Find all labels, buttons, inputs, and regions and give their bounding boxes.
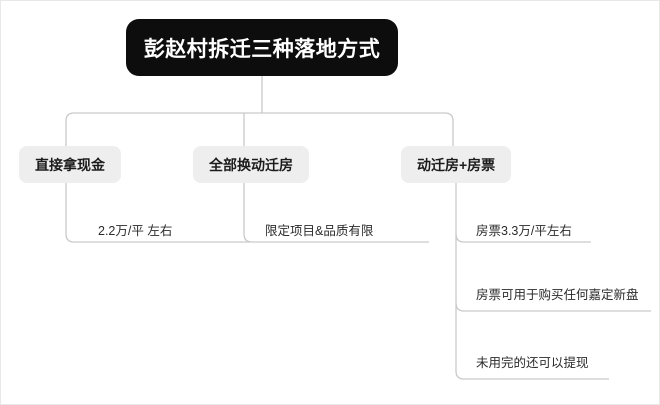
- connector-branch3-spine: [455, 183, 609, 380]
- branch-node-2[interactable]: 全部换动迁房: [193, 146, 309, 183]
- connector-bus-right: [262, 112, 454, 146]
- branch-node-1[interactable]: 直接拿现金: [19, 146, 121, 183]
- leaf-label-1-1: 2.2万/平 左右: [98, 224, 173, 238]
- root-node[interactable]: 彭赵村拆迁三种落地方式: [126, 19, 398, 76]
- connector-bus-left: [65, 112, 262, 146]
- leaf-label-2-1: 限定项目&品质有限: [265, 224, 374, 238]
- leaf-label-3-1: 房票3.3万/平左右: [476, 224, 572, 238]
- leaf-label-3-3: 未用完的还可以提现: [476, 356, 589, 370]
- leaf-label-3-2: 房票可用于购买任何嘉定新盘: [476, 288, 639, 302]
- branch-node-3[interactable]: 动迁房+房票: [401, 146, 512, 183]
- connector-branch3-leaf2: [455, 302, 651, 312]
